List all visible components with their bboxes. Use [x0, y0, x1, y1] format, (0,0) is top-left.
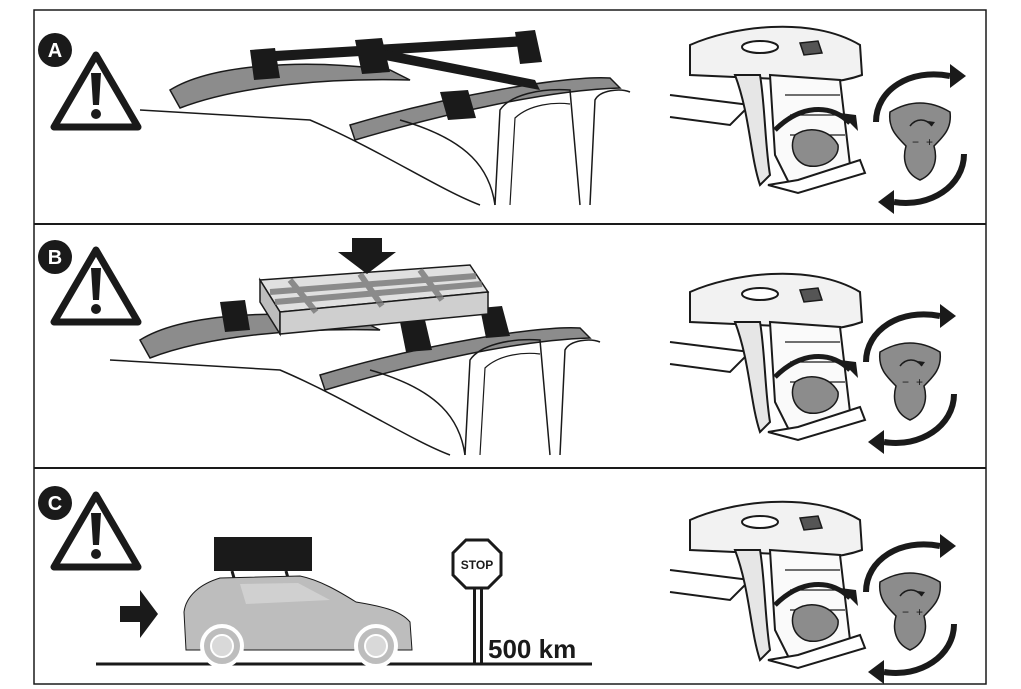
roof-box	[214, 537, 312, 571]
section-badge-a	[38, 33, 72, 67]
arrow-down-icon	[338, 238, 396, 274]
roof-rack-car-loaded	[109, 238, 601, 456]
stop-sign-text: STOP	[461, 558, 493, 572]
svg-text:−: −	[912, 135, 919, 149]
torque-knob-icon: − +	[876, 64, 966, 214]
section-label-c: C	[48, 493, 62, 515]
section-badge-c	[38, 486, 72, 520]
svg-text:+: +	[926, 135, 933, 149]
arrow-right-icon	[120, 590, 158, 638]
outer-frame	[33, 9, 987, 685]
section-badge-b	[38, 240, 72, 274]
rack-foot-detail	[670, 502, 865, 668]
stop-sign-icon: STOP	[451, 538, 503, 664]
section-label-a: A	[48, 40, 62, 62]
car-with-roof-box	[183, 537, 413, 668]
svg-text:−: −	[902, 375, 909, 389]
svg-text:+: +	[916, 375, 923, 389]
section-c: C STOP 500 km − +	[38, 486, 956, 684]
section-label-b: B	[48, 247, 62, 269]
section-a: A − +	[38, 27, 966, 214]
warning-icon	[54, 55, 138, 127]
distance-label: 500 km	[488, 634, 576, 664]
roof-rack-car	[139, 30, 631, 206]
section-b: B − +	[38, 238, 956, 455]
svg-text:+: +	[916, 605, 923, 619]
rack-foot-detail	[670, 27, 865, 193]
rack-foot-detail	[670, 274, 865, 440]
svg-text:−: −	[902, 605, 909, 619]
torque-knob-icon: − +	[866, 534, 956, 684]
torque-knob-icon: − +	[866, 304, 956, 454]
